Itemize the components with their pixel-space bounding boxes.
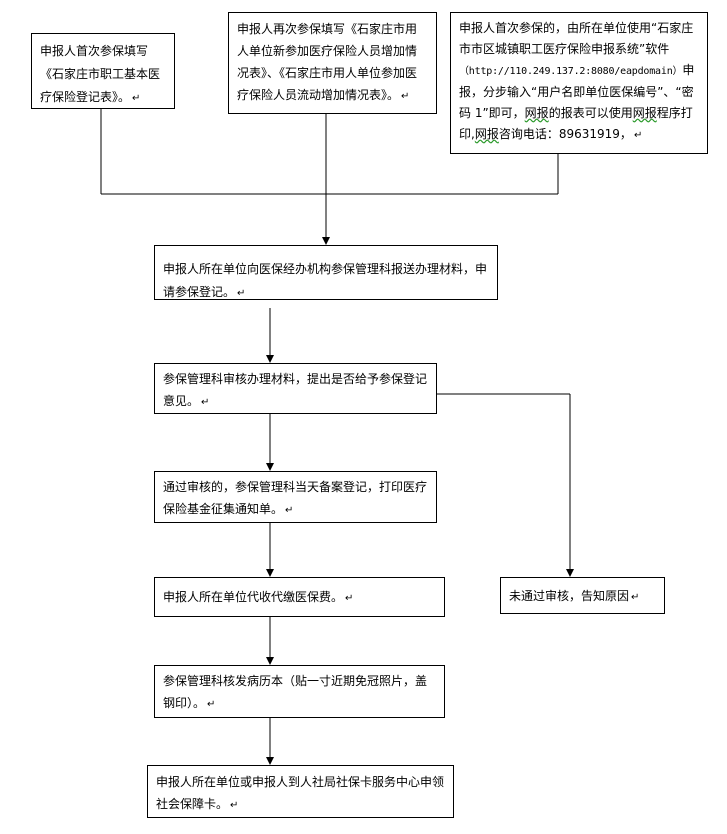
node-pay-fee: 申报人所在单位代收代缴医保费。↵ <box>154 577 445 617</box>
node-medical-record-text: 参保管理科核发病历本（贴一寸近期免冠照片，盖钢印）。 <box>163 674 428 710</box>
node-second-form: 申报人再次参保填写《石家庄市用人单位新参加医疗保险人员增加情况表》、《石家庄市用… <box>228 12 437 114</box>
online-text-part3b: 的报表可以使用 <box>548 106 633 120</box>
node-rejected-text: 未通过审核，告知原因 <box>509 589 630 603</box>
node-online-declaration: 申报人首次参保的，由所在单位使用“石家庄市市区城镇职工医疗保险申报系统”软件 （h… <box>450 12 708 154</box>
node-rejected: 未通过审核，告知原因↵ <box>500 577 665 614</box>
node-review: 参保管理科审核办理材料，提出是否给予参保登记意见。↵ <box>154 363 437 414</box>
online-text-part3a: 网报 <box>524 106 549 120</box>
paragraph-mark: ↵ <box>132 93 141 104</box>
node-approved-text: 通过审核的，参保管理科当天备案登记，打印医疗保险基金征集通知单。 <box>163 480 428 516</box>
paragraph-mark: ↵ <box>207 699 216 710</box>
node-submit-materials: 申报人所在单位向医保经办机构参保管理科报送办理材料，申请参保登记。↵ <box>154 245 498 300</box>
paragraph-mark: ↵ <box>631 592 640 603</box>
node-submit-materials-text: 申报人所在单位向医保经办机构参保管理科报送办理材料，申请参保登记。 <box>163 262 488 299</box>
node-medical-record: 参保管理科核发病历本（贴一寸近期免冠照片，盖钢印）。↵ <box>154 665 445 718</box>
paragraph-mark: ↵ <box>237 288 246 299</box>
paragraph-mark: ↵ <box>285 505 294 516</box>
node-review-text: 参保管理科审核办理材料，提出是否给予参保登记意见。 <box>163 372 428 408</box>
online-text-part3d: 程序打印, <box>459 106 693 141</box>
paragraph-mark: ↵ <box>201 397 210 408</box>
paragraph-mark: ↵ <box>345 593 354 604</box>
online-text-part1: 申报人首次参保的，由所在单位使用“石家庄市市区城镇职工医疗保险申报系统”软件 <box>459 21 694 56</box>
online-text-part3e: 网报 <box>474 127 499 141</box>
node-approved: 通过审核的，参保管理科当天备案登记，打印医疗保险基金征集通知单。↵ <box>154 471 437 523</box>
paragraph-mark: ↵ <box>230 800 239 811</box>
online-text-part3c: 网报 <box>632 106 657 120</box>
node-social-card-text: 申报人所在单位或申报人到人社局社保卡服务中心申领社会保障卡。 <box>156 775 445 811</box>
paragraph-mark: ↵ <box>633 130 643 141</box>
node-pay-fee-text: 申报人所在单位代收代缴医保费。 <box>163 590 344 604</box>
node-second-form-text: 申报人再次参保填写《石家庄市用人单位新参加医疗保险人员增加情况表》、《石家庄市用… <box>237 22 418 102</box>
online-text-part2: 申报，分步输入“用户名即单位医保编号”、“密码 1”即可， <box>459 63 695 120</box>
node-first-form-text: 申报人首次参保填写《石家庄市职工基本医疗保险登记表》。 <box>40 44 161 104</box>
node-first-form: 申报人首次参保填写《石家庄市职工基本医疗保险登记表》。↵ <box>31 33 175 109</box>
online-text-part3f: 咨询电话：89631919， <box>498 127 632 141</box>
paragraph-mark: ↵ <box>401 91 410 102</box>
online-url: （http://110.249.137.2:8080/eapdomain） <box>459 66 683 77</box>
node-social-card: 申报人所在单位或申报人到人社局社保卡服务中心申领社会保障卡。↵ <box>147 765 454 818</box>
